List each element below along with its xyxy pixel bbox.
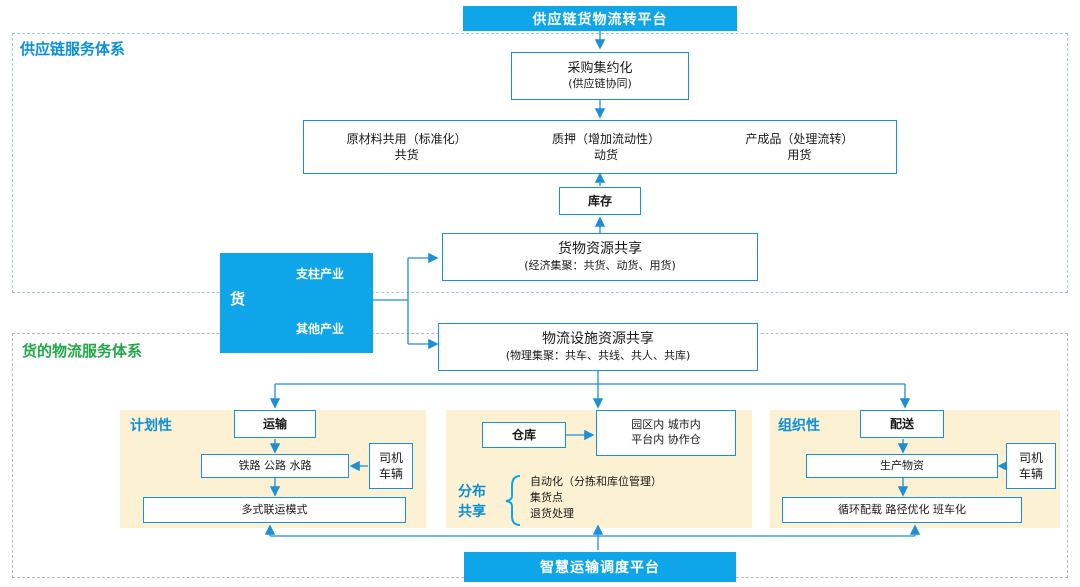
procurement-title: 采购集约化: [567, 60, 633, 76]
procurement-box: 采购集约化 (供应链协同): [511, 52, 689, 100]
warehouse-zones-box: 园区内 城市内 平台内 协作仓: [596, 410, 736, 456]
planning-driver-box: 司机 车辆: [369, 443, 413, 489]
delivery-box: 配送: [860, 410, 944, 438]
organization-driver-box: 司机 车辆: [1006, 443, 1056, 489]
transport-box: 运输: [234, 410, 316, 438]
goods-block: [220, 253, 373, 353]
goods-type-pledge: 质押（增加流动性） 动货: [551, 131, 660, 162]
transport-dispatch-platform-bar: 智慧运输调度平台: [464, 552, 736, 582]
feature-item: 退货处理: [530, 506, 574, 520]
facility-resource-box: 物流设施资源共享 (物理集聚：共车、共线、共人、共库): [438, 323, 758, 371]
goods-resource-box: 货物资源共享 (经济集聚：共货、动货、用货): [442, 233, 758, 281]
goods-type-raw-material: 原材料共用（标准化） 共货: [346, 131, 467, 162]
warehouse-box: 仓库: [482, 422, 566, 448]
inventory-box: 库存: [559, 187, 641, 215]
goods-types-box: 原材料共用（标准化） 共货 质押（增加流动性） 动货 产成品（处理流转） 用货: [303, 120, 897, 174]
procurement-subtitle: (供应链协同): [568, 77, 632, 91]
pillar-industry-label: 支柱产业: [296, 267, 345, 281]
distributed-sharing-label: 分布 共享: [458, 484, 486, 521]
warehouse-features: 自动化（分拣和库位管理） 集货点 退货处理: [530, 474, 662, 522]
goods-resource-title: 货物资源共享: [558, 241, 642, 258]
planning-title: 计划性: [130, 418, 172, 434]
multimodal-box: 多式联运模式: [143, 497, 406, 523]
goods-type-finished: 产成品（处理流转） 用货: [745, 131, 854, 162]
transport-modes-box: 铁路 公路 水路: [201, 454, 349, 478]
goods-label: 货: [230, 290, 246, 308]
feature-item: 自动化（分拣和库位管理）: [530, 475, 662, 488]
organization-title: 组织性: [778, 418, 820, 434]
supply-chain-title: 供应链服务体系: [20, 40, 126, 58]
feature-item: 集货点: [530, 490, 563, 504]
facility-resource-title: 物流设施资源共享: [542, 331, 654, 348]
supply-chain-region: [12, 33, 1068, 293]
production-materials-box: 生产物资: [806, 454, 998, 478]
logistics-title: 货的物流服务体系: [22, 342, 143, 360]
goods-resource-subtitle: (经济集聚：共货、动货、用货): [524, 259, 676, 273]
supply-chain-platform-bar: 供应链货物流转平台: [463, 6, 737, 31]
optimization-box: 循环配载 路径优化 班车化: [782, 497, 1022, 523]
facility-resource-subtitle: (物理集聚：共车、共线、共人、共库): [505, 349, 691, 363]
other-industry-label: 其他产业: [296, 322, 345, 336]
